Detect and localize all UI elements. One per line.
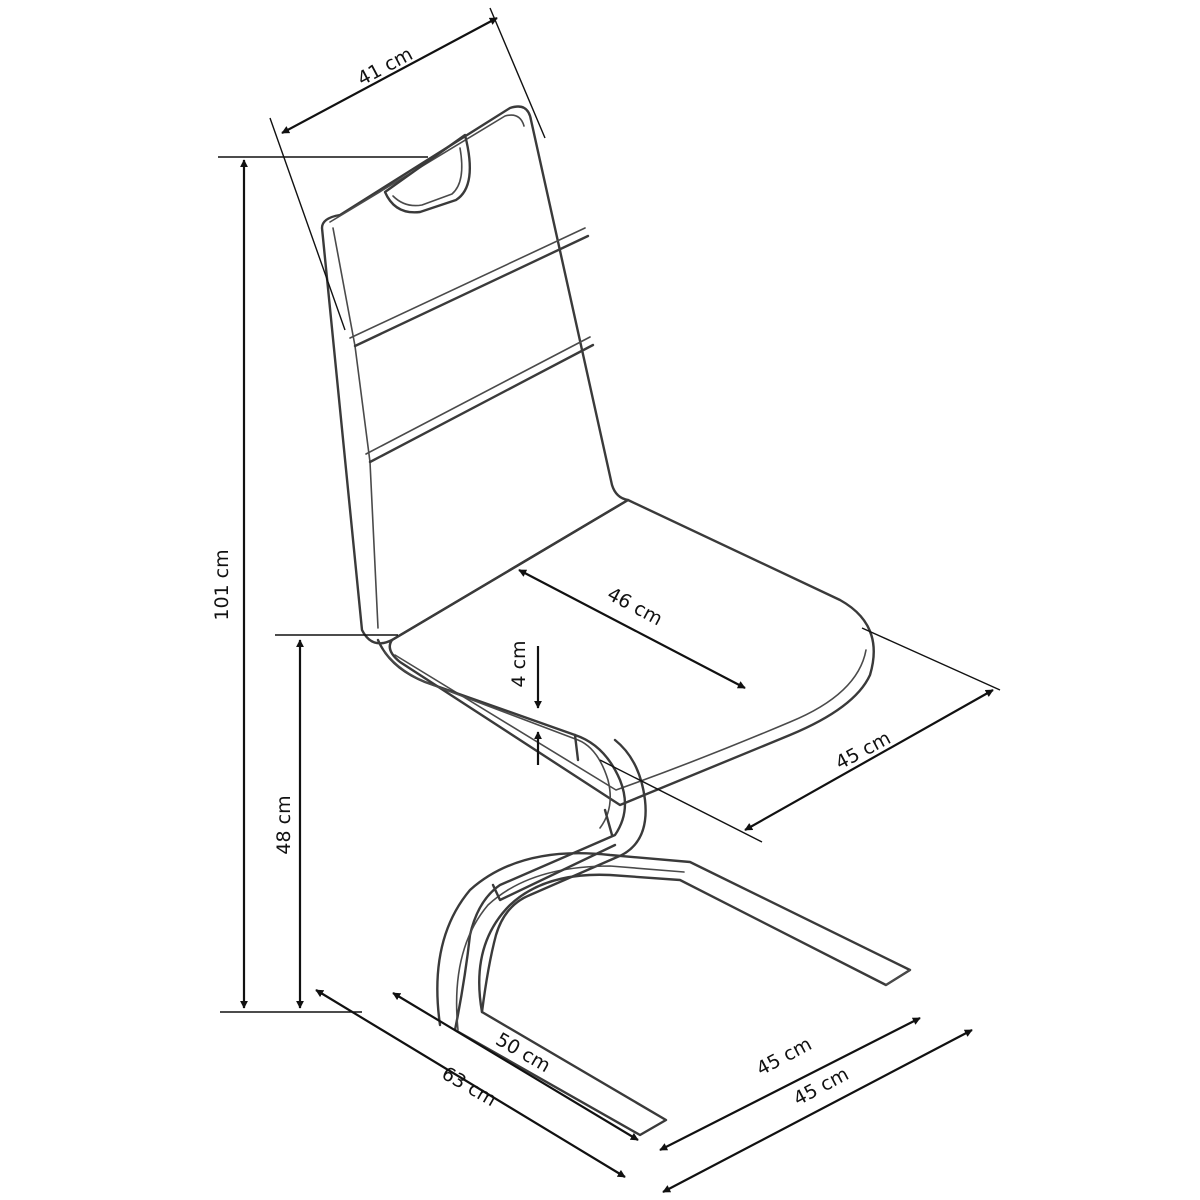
dim-arrow-base-length [392, 992, 639, 1141]
backrest-inner-frame [332, 227, 379, 629]
handle-cutout [383, 133, 471, 214]
label-base-width: 45 cm [753, 1033, 816, 1080]
frame-cross-bar [491, 843, 617, 902]
label-seat-depth: 46 cm [604, 583, 667, 630]
dim-arrow-base-width [659, 1017, 921, 1151]
seat-front-edge [394, 649, 867, 791]
back-stitch-line-2 [368, 343, 595, 464]
label-seat-height: 48 cm [273, 795, 295, 854]
frame-base-loop [436, 852, 912, 1027]
dim-arrow-seat-width [744, 689, 994, 831]
extension-lines [218, 7, 1001, 1013]
backrest-top-edge [329, 114, 525, 223]
label-seat-width: 45 cm [832, 727, 895, 774]
frame-top-bar [573, 733, 614, 837]
ext-seat-back [599, 759, 763, 843]
ext-back-right [489, 7, 546, 139]
label-total-depth: 63 cm [438, 1062, 500, 1111]
frame-upper-inner [384, 651, 611, 829]
back-stitch-line-2b [365, 336, 591, 455]
back-stitch-line-1b [349, 227, 586, 339]
label-back-width: 41 cm [354, 43, 417, 90]
dim-arrow-seat-depth [518, 569, 746, 689]
frame-base-inner [455, 865, 685, 1031]
label-total-height: 101 cm [211, 549, 233, 620]
back-stitch-line-1 [353, 234, 590, 348]
dim-arrow-total-width [662, 1029, 973, 1193]
ext-back-left [269, 117, 346, 331]
label-total-width: 45 cm [790, 1063, 853, 1110]
dim-arrow-back-width [281, 17, 498, 134]
frame-foot-right [885, 969, 911, 986]
label-seat-thickness: 4 cm [508, 640, 530, 687]
chair-outline [320, 105, 912, 1137]
handle-inner-edge [392, 147, 463, 207]
dim-arrow-total-depth [315, 989, 626, 1178]
dimension-arrows [240, 17, 994, 1193]
backrest-outline [320, 105, 630, 645]
ext-seat-front [861, 627, 1001, 691]
